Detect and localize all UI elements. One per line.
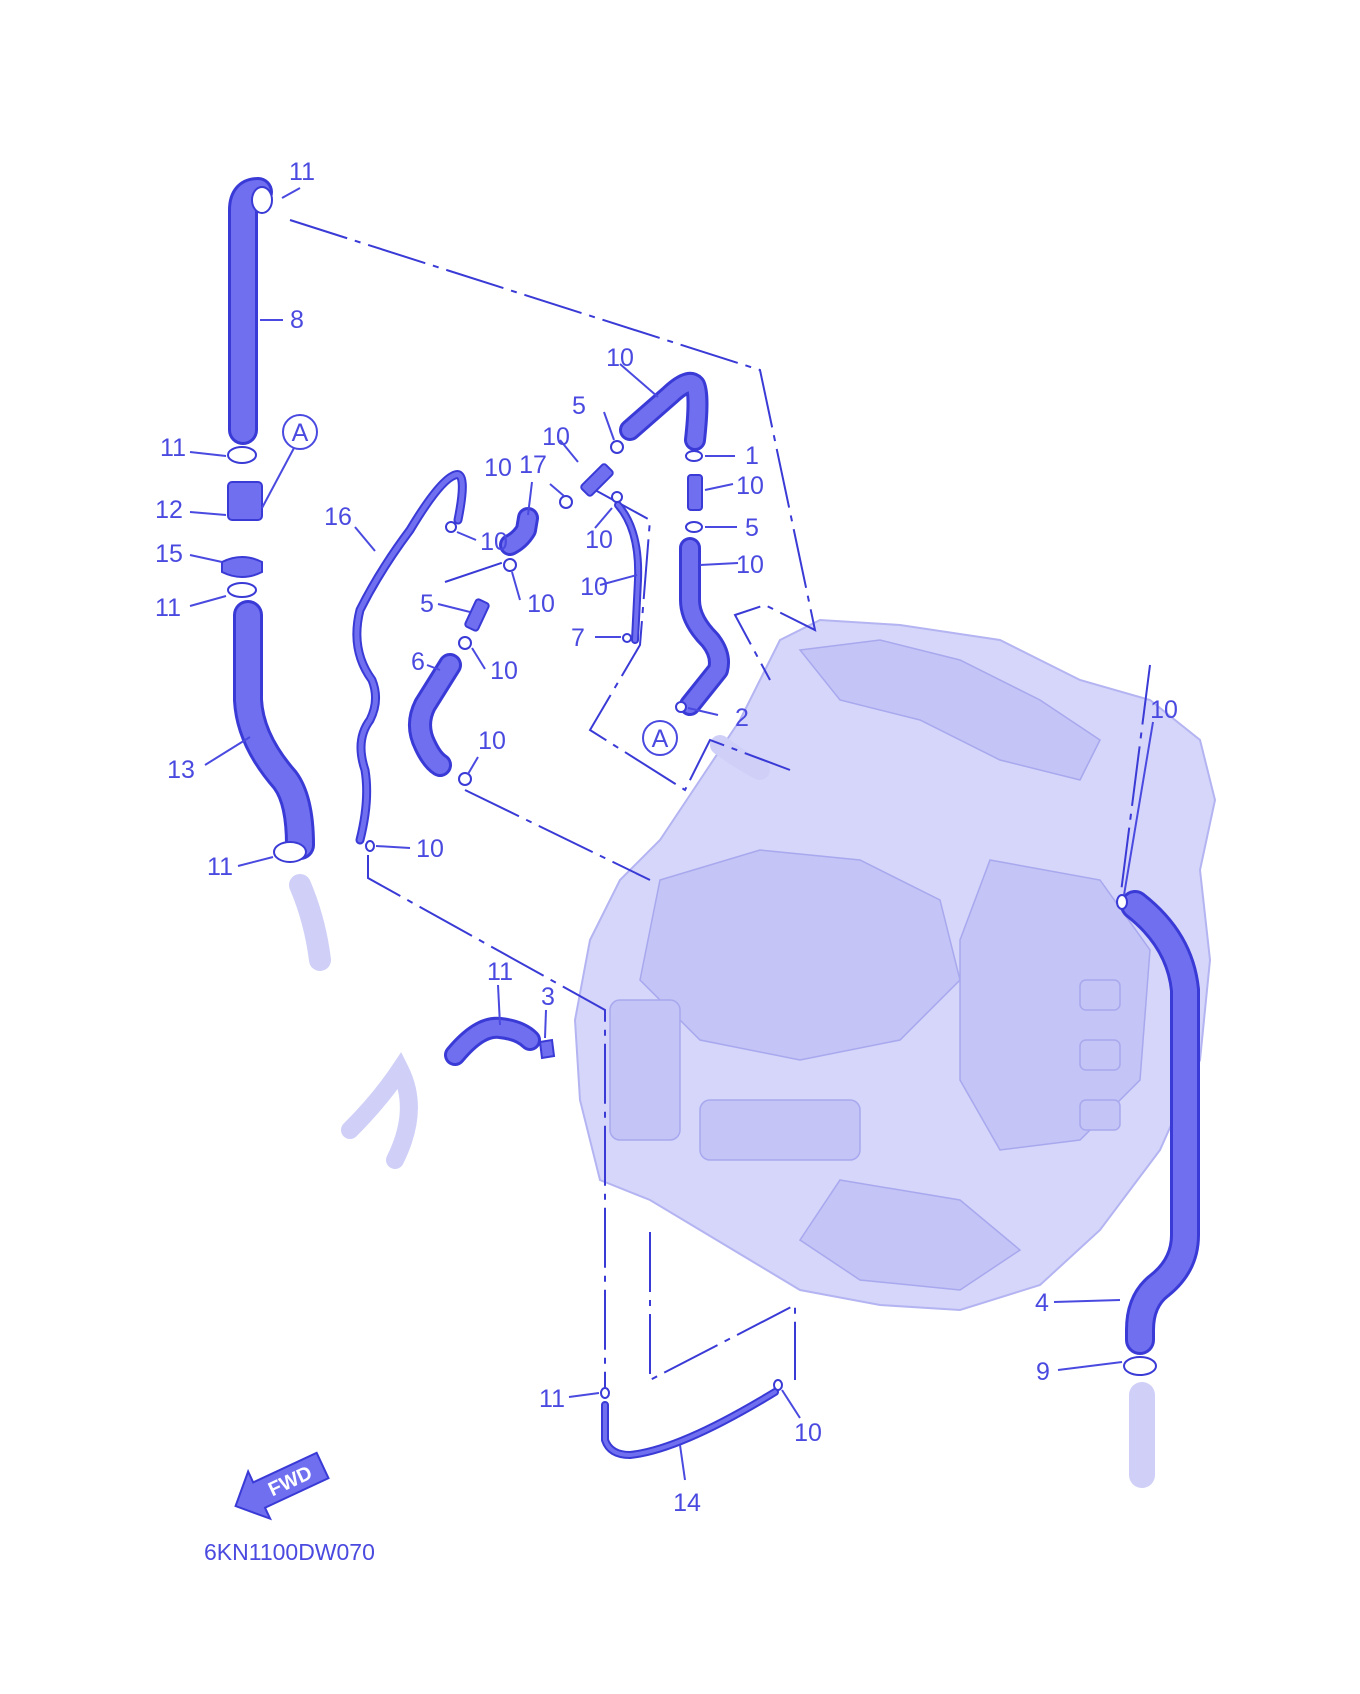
callout-16: 16 — [324, 503, 352, 531]
callout-11-e: 10 — [1150, 696, 1178, 724]
clamp-10-h — [365, 840, 375, 852]
hose-2 — [679, 537, 730, 716]
callout-8: 8 — [290, 306, 304, 334]
callout-10-g: 5 — [572, 392, 586, 420]
joint-5-b — [580, 463, 614, 497]
hose-6 — [408, 653, 462, 777]
clamp-10-e — [559, 495, 573, 509]
hose-3 — [444, 1016, 541, 1066]
clamp-10-d — [458, 772, 472, 786]
callout-3: 11 — [487, 958, 513, 986]
joint-5-a — [464, 598, 490, 632]
dash-lines — [289, 219, 1151, 1390]
reference-mark-a-upper: A — [261, 414, 318, 509]
clamp-10-i — [622, 633, 632, 643]
engine-block — [573, 618, 1217, 1312]
clamp-10-l — [675, 701, 687, 713]
hose-16 — [352, 470, 467, 845]
hose-13 — [233, 600, 315, 860]
callout-11-a: 11 — [289, 158, 315, 186]
hose-9 — [1120, 890, 1200, 1355]
callout-11-c: 11 — [155, 594, 181, 622]
callout-12: 12 — [155, 496, 183, 524]
drawing-code: 6KN1100DW070 — [204, 1539, 375, 1565]
callout-9: 4 — [1035, 1289, 1049, 1317]
leader-lines — [189, 187, 1154, 1481]
hose-17 — [499, 507, 539, 556]
clamp-10-k — [685, 521, 703, 533]
reference-mark-a-lower: A — [642, 720, 678, 756]
clamp-11-e — [1116, 894, 1128, 910]
callout-14: 14 — [673, 1489, 701, 1517]
callout-10-k: 5 — [745, 514, 759, 542]
joint-5-c — [687, 474, 703, 511]
clamp-11-f — [1123, 1356, 1157, 1376]
hose-12 — [227, 481, 263, 521]
callout-10-n: 10 — [794, 1419, 822, 1447]
hose-14 — [601, 1388, 779, 1459]
callout-10-c: 10 — [490, 657, 518, 685]
callout-10-m: 11 — [539, 1385, 565, 1413]
fitting-4 — [538, 1038, 556, 1060]
clamp-15 — [221, 556, 263, 578]
ghost-fittings — [289, 735, 1155, 1488]
clamp-10-j — [685, 450, 703, 462]
callout-11-d: 11 — [207, 853, 233, 881]
clamp-10-g — [610, 440, 624, 454]
fwd-arrow-icon — [234, 1451, 330, 1521]
reference-label-a-lower: A — [652, 725, 669, 753]
callout-17: 10 — [484, 454, 512, 482]
reference-label-a-upper: A — [292, 419, 309, 447]
callout-11-b: 11 — [160, 434, 186, 462]
clamp-10-b — [503, 558, 517, 572]
callout-5-a: 5 — [420, 590, 434, 618]
callout-10-f: 10 — [585, 526, 613, 554]
callout-4: 3 — [541, 983, 555, 1011]
callout-10-j: 1 — [745, 442, 759, 470]
clamp-11-c — [227, 582, 257, 598]
callout-10-l: 2 — [735, 704, 749, 732]
clamp-10-a — [445, 521, 457, 533]
hose-7 — [614, 501, 643, 644]
callout-10-e: 17 — [519, 451, 547, 479]
clamp-11-d — [273, 841, 307, 863]
hose-8 — [228, 177, 273, 445]
callout-10-h: 10 — [416, 835, 444, 863]
callout-1: 10 — [606, 344, 634, 372]
clamp-10-f — [611, 491, 623, 503]
clamp-10-c — [458, 636, 472, 650]
hose-1 — [619, 372, 709, 451]
callout-5-b: 10 — [542, 423, 570, 451]
clamp-10-n — [773, 1379, 783, 1391]
callout-5-c: 10 — [736, 472, 764, 500]
callout-7: 10 — [580, 573, 608, 601]
callout-10-a: 10 — [480, 528, 508, 556]
callout-10-d: 10 — [478, 727, 506, 755]
callout-11-f: 9 — [1036, 1358, 1050, 1386]
clamps — [221, 440, 1157, 1399]
callout-15: 15 — [155, 540, 183, 568]
clamp-11-b — [227, 446, 257, 464]
callout-13: 13 — [167, 756, 195, 784]
clamp-10-m — [600, 1387, 610, 1399]
callout-10-b: 10 — [527, 590, 555, 618]
callout-10-i: 7 — [571, 624, 585, 652]
callout-2: 10 — [736, 551, 764, 579]
callout-labels: 11 8 11 12 15 11 13 11 16 10 5 10 6 10 1… — [155, 158, 1178, 1517]
callout-6: 6 — [411, 648, 425, 676]
fwd-arrow: FWD — [234, 1451, 330, 1521]
